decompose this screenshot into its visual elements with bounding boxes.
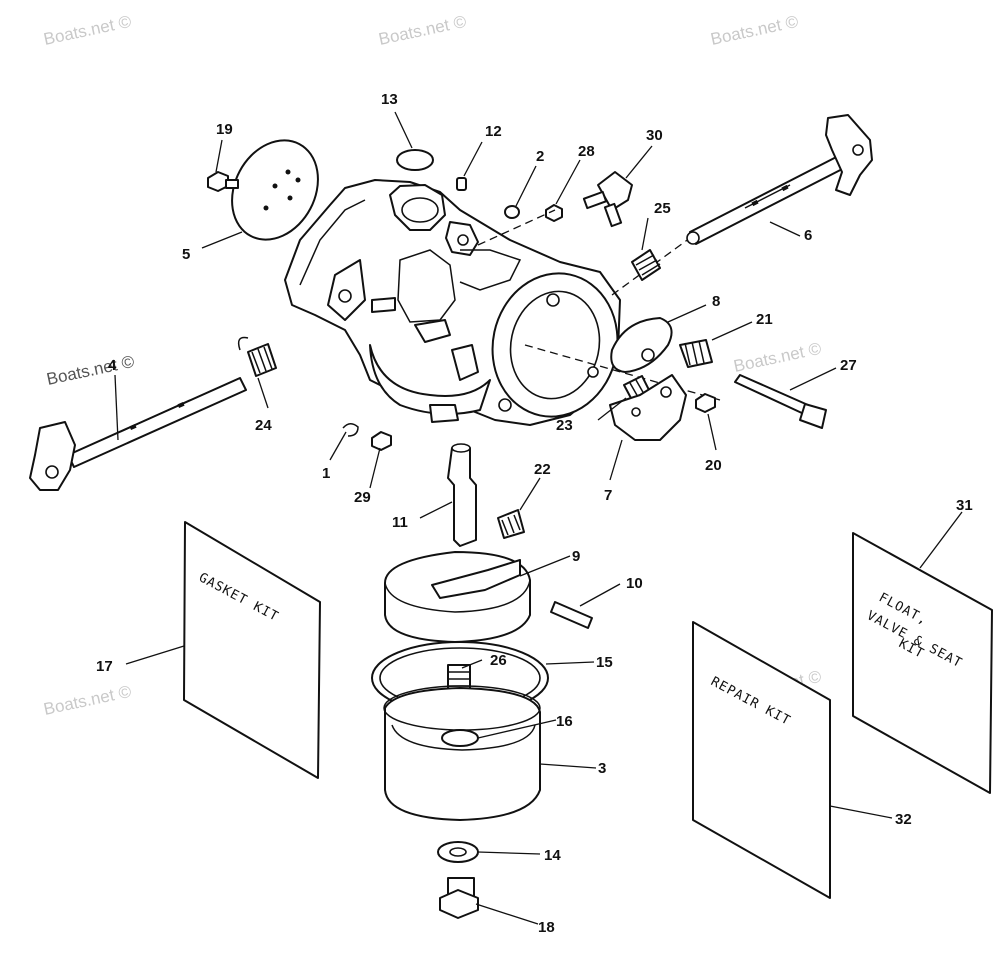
part-30-elbow bbox=[582, 171, 633, 228]
callout-17: 17 bbox=[96, 658, 113, 675]
callout-16: 16 bbox=[556, 713, 573, 730]
part-22-spring bbox=[497, 509, 525, 539]
callout-29: 29 bbox=[354, 489, 371, 506]
centerline-c bbox=[611, 237, 691, 296]
callout-21: 21 bbox=[756, 311, 773, 328]
callout-14: 14 bbox=[544, 847, 561, 864]
part-19-screw bbox=[207, 171, 239, 192]
centerline-a bbox=[477, 209, 556, 246]
part-29-screw bbox=[371, 431, 392, 451]
part-28-nut bbox=[545, 204, 563, 222]
watermark-lower-left: Boats.net © bbox=[42, 682, 134, 719]
callout-2: 2 bbox=[536, 148, 544, 165]
centerline-b bbox=[524, 344, 721, 401]
callout-23: 23 bbox=[556, 417, 573, 434]
callout-7: 7 bbox=[604, 487, 612, 504]
callout-28: 28 bbox=[578, 143, 595, 160]
callout-26: 26 bbox=[490, 652, 507, 669]
callout-10: 10 bbox=[626, 575, 643, 592]
callout-1: 1 bbox=[322, 465, 330, 482]
callout-20: 20 bbox=[705, 457, 722, 474]
part-4-shaft bbox=[29, 377, 247, 491]
part-5-disc bbox=[231, 139, 319, 241]
callout-11: 11 bbox=[392, 514, 408, 531]
part-18-plug bbox=[439, 877, 479, 919]
part-20-screw bbox=[695, 393, 716, 413]
watermark-top-left: Boats.net © bbox=[42, 12, 134, 49]
callout-19: 19 bbox=[216, 121, 233, 138]
watermark-top-right: Boats.net © bbox=[709, 12, 801, 49]
part-10-pin bbox=[550, 601, 593, 629]
callout-8: 8 bbox=[712, 293, 720, 310]
callout-4: 4 bbox=[108, 357, 117, 374]
part-6-shaft bbox=[686, 114, 873, 245]
callout-27: 27 bbox=[840, 357, 857, 374]
part-12-pin bbox=[456, 177, 467, 191]
part-1-clip bbox=[342, 423, 359, 437]
callout-24: 24 bbox=[255, 417, 272, 434]
part-7-plate bbox=[609, 374, 687, 441]
callout-9: 9 bbox=[572, 548, 580, 565]
callout-30: 30 bbox=[646, 127, 663, 144]
part-13-plug bbox=[396, 149, 434, 171]
callout-18: 18 bbox=[538, 919, 555, 936]
watermark-top-center: Boats.net © bbox=[377, 12, 469, 49]
part-24-spring bbox=[237, 336, 277, 377]
part-3-bowl bbox=[383, 685, 541, 821]
part-25-spring bbox=[631, 249, 661, 281]
callout-22: 22 bbox=[534, 461, 551, 478]
callout-3: 3 bbox=[598, 760, 606, 777]
callout-25: 25 bbox=[654, 200, 671, 217]
part-8-cam bbox=[610, 317, 673, 373]
float-valve-kit-card: FLOAT, VALVE & SEAT KIT bbox=[852, 532, 993, 794]
part-27-needle bbox=[734, 374, 827, 429]
part-11-tube bbox=[447, 443, 477, 547]
callout-5: 5 bbox=[182, 246, 190, 263]
callout-12: 12 bbox=[485, 123, 502, 140]
part-16-washer bbox=[441, 729, 479, 747]
repair-kit-card: REPAIR KIT bbox=[692, 621, 831, 899]
watermark-center-right: Boats.net © bbox=[732, 339, 824, 376]
callout-numbers: 13 12 2 28 30 19 5 6 25 8 21 27 23 20 7 … bbox=[96, 91, 973, 936]
carburetor-body bbox=[284, 179, 621, 426]
callout-31: 31 bbox=[956, 497, 973, 514]
part-21-spring bbox=[679, 339, 713, 368]
watermark-mid-left: Boats.net © bbox=[45, 352, 137, 389]
part-2-washer bbox=[504, 205, 520, 219]
callout-15: 15 bbox=[596, 654, 613, 671]
leader-lines bbox=[114, 111, 963, 925]
part-9-float bbox=[384, 551, 531, 643]
callout-6: 6 bbox=[804, 227, 812, 244]
callout-13: 13 bbox=[381, 91, 398, 108]
callout-32: 32 bbox=[895, 811, 912, 828]
gasket-kit-card: GASKET KIT bbox=[183, 521, 321, 779]
